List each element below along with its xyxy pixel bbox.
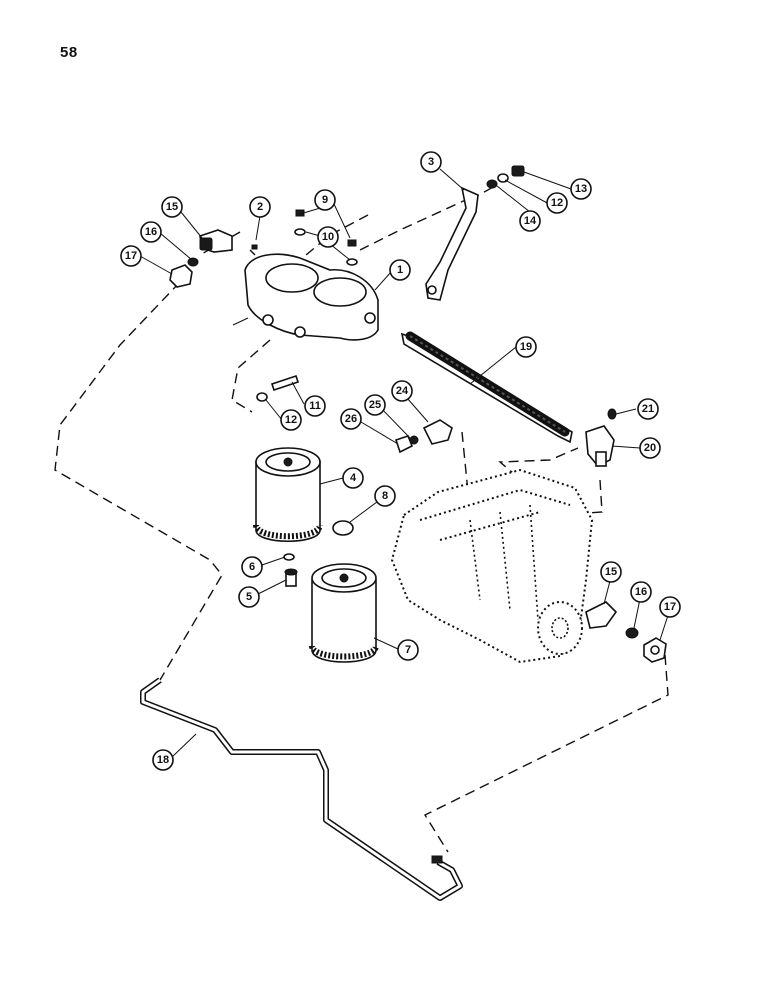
dashed-routing-lines <box>54 185 669 853</box>
callout-label: 9 <box>322 194 328 206</box>
mounting-bracket <box>425 186 479 301</box>
callout-label: 16 <box>145 226 157 238</box>
callout-label: 7 <box>405 644 411 656</box>
callout-label: 25 <box>369 399 381 411</box>
callout-18: 18 <box>152 749 174 771</box>
callout-2: 2 <box>249 196 271 218</box>
callout-17-lower: 17 <box>659 596 681 618</box>
callout-24: 24 <box>391 380 413 402</box>
callout-17-upper: 17 <box>120 245 142 267</box>
filter-head <box>232 253 379 341</box>
callout-label: 5 <box>246 591 252 603</box>
callout-label: 21 <box>642 403 654 415</box>
upper-elbow-fitting <box>199 229 233 253</box>
callout-label: 15 <box>166 201 178 213</box>
callout-label: 14 <box>524 215 537 227</box>
callout-12-upper: 12 <box>546 192 568 214</box>
callout-label: 24 <box>396 385 409 397</box>
callout-12-lower: 12 <box>280 409 302 431</box>
callout-label: 8 <box>382 490 388 502</box>
callout-label: 12 <box>551 197 563 209</box>
callout-19: 19 <box>515 336 537 358</box>
callout-13: 13 <box>570 178 592 200</box>
callout-11: 11 <box>304 395 326 417</box>
filter-cartridge-upper <box>253 447 323 543</box>
callout-15-upper: 15 <box>161 196 183 218</box>
callout-label: 20 <box>644 442 656 454</box>
callout-label: 1 <box>397 264 403 276</box>
hose-elbow-fitting <box>585 425 615 467</box>
callout-14: 14 <box>519 210 541 232</box>
callout-label: 4 <box>350 472 357 484</box>
upper-nut <box>169 264 193 288</box>
callout-label: 26 <box>345 413 357 425</box>
callout-5: 5 <box>238 586 260 608</box>
callout-16-lower: 16 <box>630 581 652 603</box>
drain-washer <box>283 553 295 561</box>
callout-25: 25 <box>364 394 386 416</box>
filter-cartridge-lower <box>309 563 379 663</box>
lower-elbow-fitting <box>585 601 618 629</box>
lower-washer <box>625 627 639 639</box>
o-ring-21 <box>607 408 617 420</box>
callout-8: 8 <box>374 485 396 507</box>
callout-label: 15 <box>605 566 617 578</box>
bolt-and-washer <box>256 374 300 402</box>
callout-21: 21 <box>637 398 659 420</box>
callout-label: 2 <box>257 201 263 213</box>
callout-6: 6 <box>241 556 263 578</box>
callout-label: 17 <box>664 601 676 613</box>
callout-label: 18 <box>157 754 169 766</box>
fuel-hose <box>400 331 573 444</box>
callout-9: 9 <box>314 189 336 211</box>
head-screws <box>251 209 358 266</box>
bracket-hardware <box>486 165 525 189</box>
callout-7: 7 <box>397 639 419 661</box>
callout-1: 1 <box>389 259 411 281</box>
callout-label: 3 <box>428 156 434 168</box>
leader-lines <box>139 168 671 759</box>
drain-plug <box>284 568 298 587</box>
callout-label: 19 <box>520 341 532 353</box>
callout-3: 3 <box>420 151 442 173</box>
callout-26: 26 <box>340 408 362 430</box>
callout-label: 13 <box>575 183 587 195</box>
lower-nut <box>643 637 667 663</box>
upper-washer <box>187 257 199 267</box>
injection-pump <box>390 468 594 664</box>
fuel-return-line <box>140 677 463 901</box>
filter-seal <box>332 520 354 536</box>
page-number: 58 <box>60 44 78 61</box>
callout-label: 17 <box>125 250 137 262</box>
callout-16-upper: 16 <box>140 221 162 243</box>
callout-20: 20 <box>639 437 661 459</box>
callouts: 1 2 3 4 5 6 7 8 9 10 11 12 12 13 14 15 1… <box>120 151 681 771</box>
callout-10: 10 <box>317 226 339 248</box>
callout-4: 4 <box>342 467 364 489</box>
callout-label: 11 <box>309 400 321 412</box>
callout-label: 10 <box>322 231 334 243</box>
callout-label: 16 <box>635 586 647 598</box>
callout-15-lower: 15 <box>600 561 622 583</box>
callout-label: 12 <box>285 414 297 426</box>
pump-fittings <box>394 419 453 454</box>
callout-label: 6 <box>249 561 255 573</box>
